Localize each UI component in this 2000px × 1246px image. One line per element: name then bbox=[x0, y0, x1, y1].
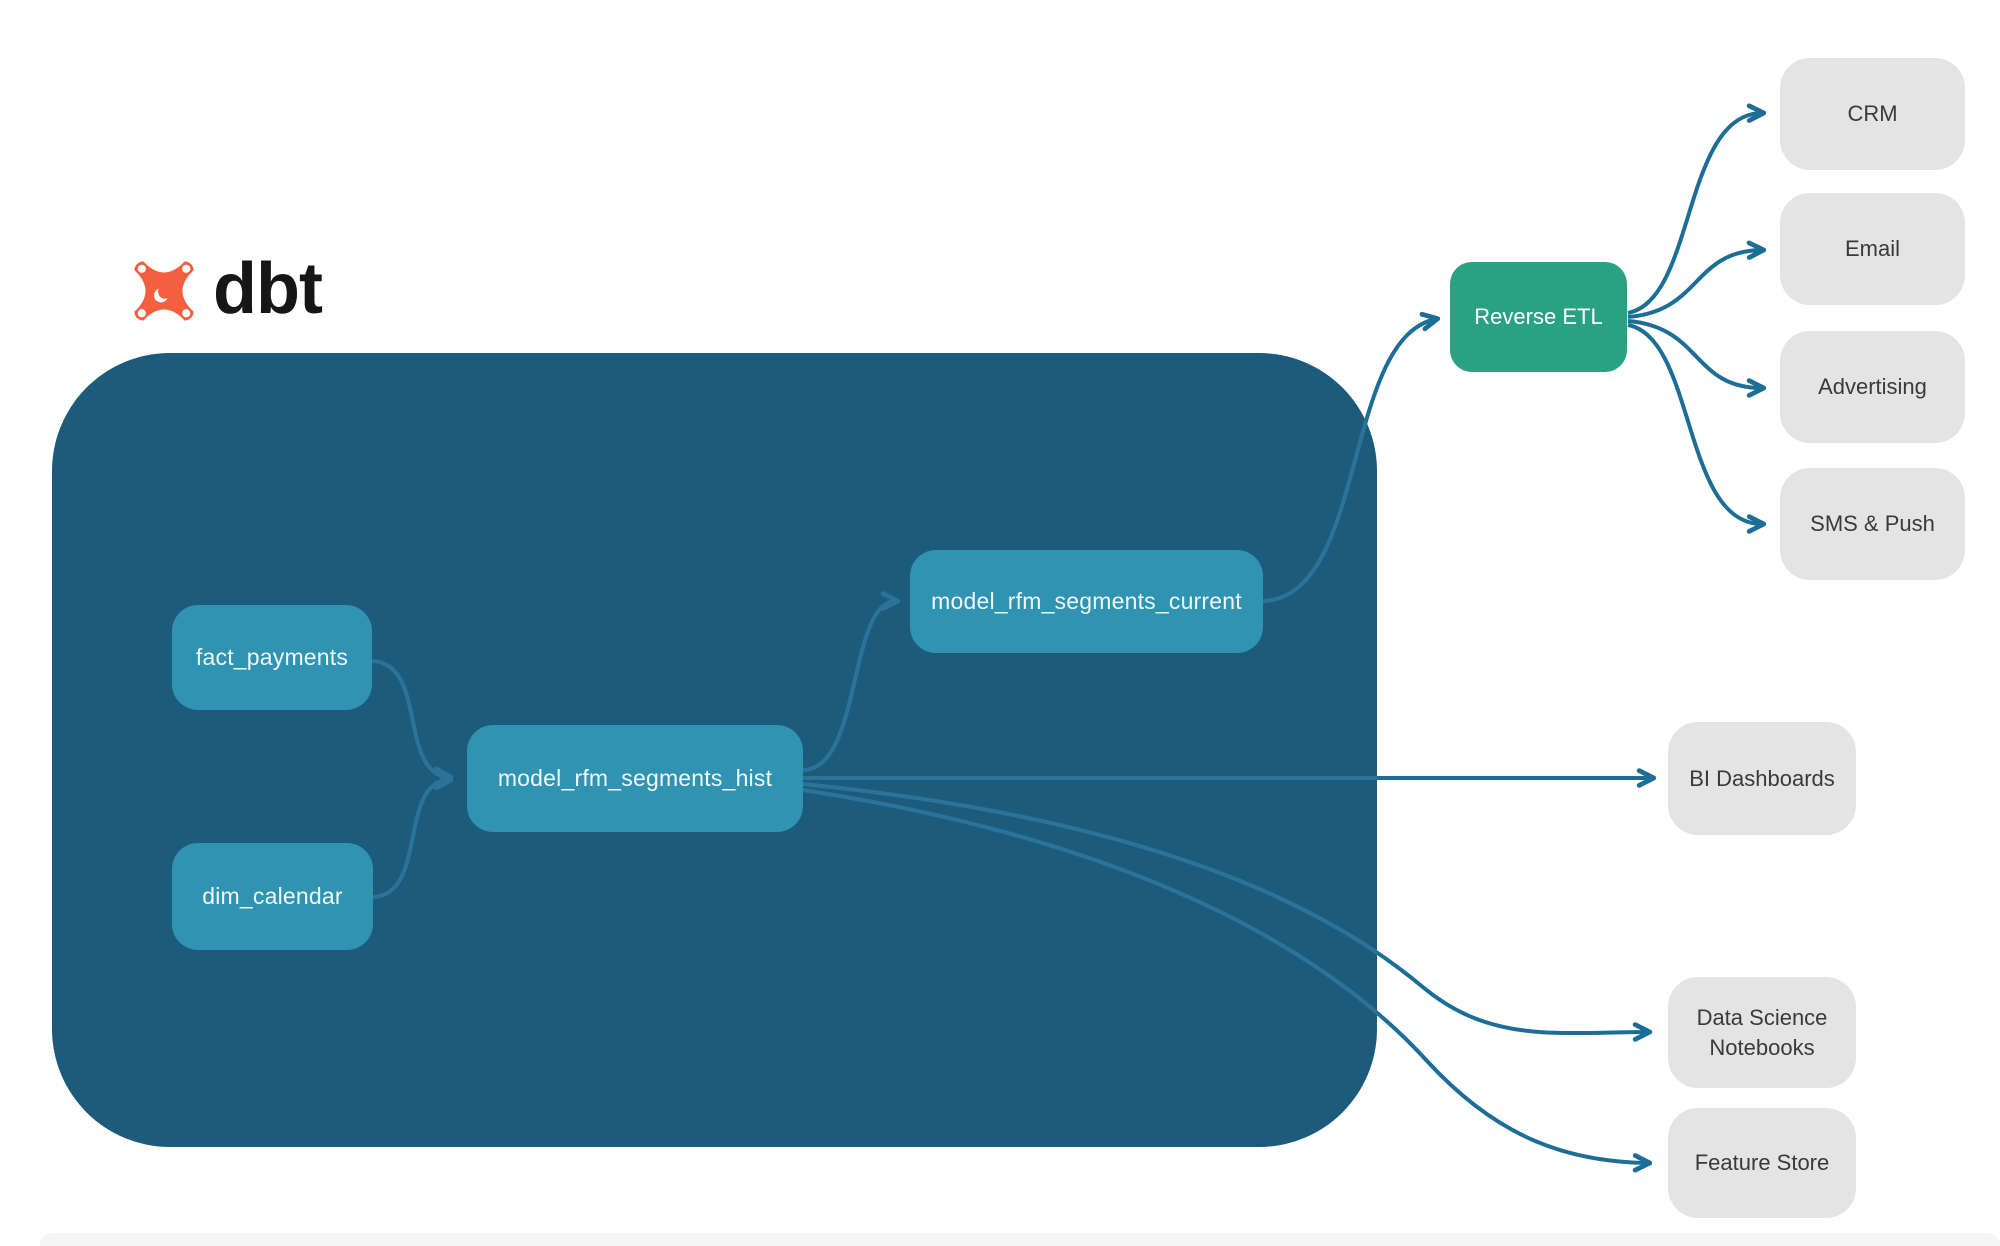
node-advertising: Advertising bbox=[1780, 331, 1965, 443]
dbt-logo: dbt bbox=[125, 249, 323, 329]
node-reverse-etl: Reverse ETL bbox=[1450, 262, 1627, 372]
node-bi-dashboards: BI Dashboards bbox=[1668, 722, 1856, 835]
node-label: Data Science Notebooks bbox=[1696, 1004, 1828, 1060]
node-label: dim_calendar bbox=[202, 883, 343, 909]
node-dim-calendar: dim_calendar bbox=[172, 843, 373, 950]
edge-dim-to-hist bbox=[372, 770, 454, 899]
edge-retl-to-email bbox=[1627, 240, 1767, 319]
dbt-logo-icon bbox=[134, 261, 194, 321]
node-label: Feature Store bbox=[1694, 1150, 1830, 1176]
node-label: SMS & Push bbox=[1810, 511, 1935, 537]
node-label: model_rfm_segments_current bbox=[931, 588, 1242, 614]
node-label: BI Dashboards bbox=[1689, 765, 1835, 791]
edge-hist-to-current bbox=[802, 591, 901, 772]
node-sms-push: SMS & Push bbox=[1780, 468, 1965, 580]
edge-retl-to-crm bbox=[1627, 103, 1767, 315]
edges-inside-overlay bbox=[802, 353, 1377, 1147]
edges-interior bbox=[371, 591, 901, 899]
node-model-rfm-segments-hist: model_rfm_segments_hist bbox=[467, 725, 803, 832]
node-label: fact_payments bbox=[195, 644, 349, 670]
node-label: Email bbox=[1844, 236, 1900, 262]
node-fact-payments: fact_payments bbox=[172, 605, 372, 710]
node-email: Email bbox=[1780, 193, 1965, 305]
dbt-logo-wordmark: dbt bbox=[213, 249, 323, 329]
node-feature-store: Feature Store bbox=[1668, 1108, 1856, 1218]
node-data-science-notebooks: Data Science Notebooks bbox=[1668, 977, 1856, 1088]
bottom-strip bbox=[40, 1233, 2000, 1246]
node-crm: CRM bbox=[1780, 58, 1965, 170]
node-label: CRM bbox=[1847, 101, 1898, 127]
node-label: model_rfm_segments_hist bbox=[497, 765, 773, 791]
edge-retl-to-sms-push bbox=[1627, 323, 1767, 534]
node-label: Advertising bbox=[1818, 374, 1927, 400]
node-model-rfm-segments-current: model_rfm_segments_current bbox=[910, 550, 1263, 653]
edge-retl-to-advertising bbox=[1627, 319, 1767, 398]
node-label: Reverse ETL bbox=[1474, 304, 1603, 329]
